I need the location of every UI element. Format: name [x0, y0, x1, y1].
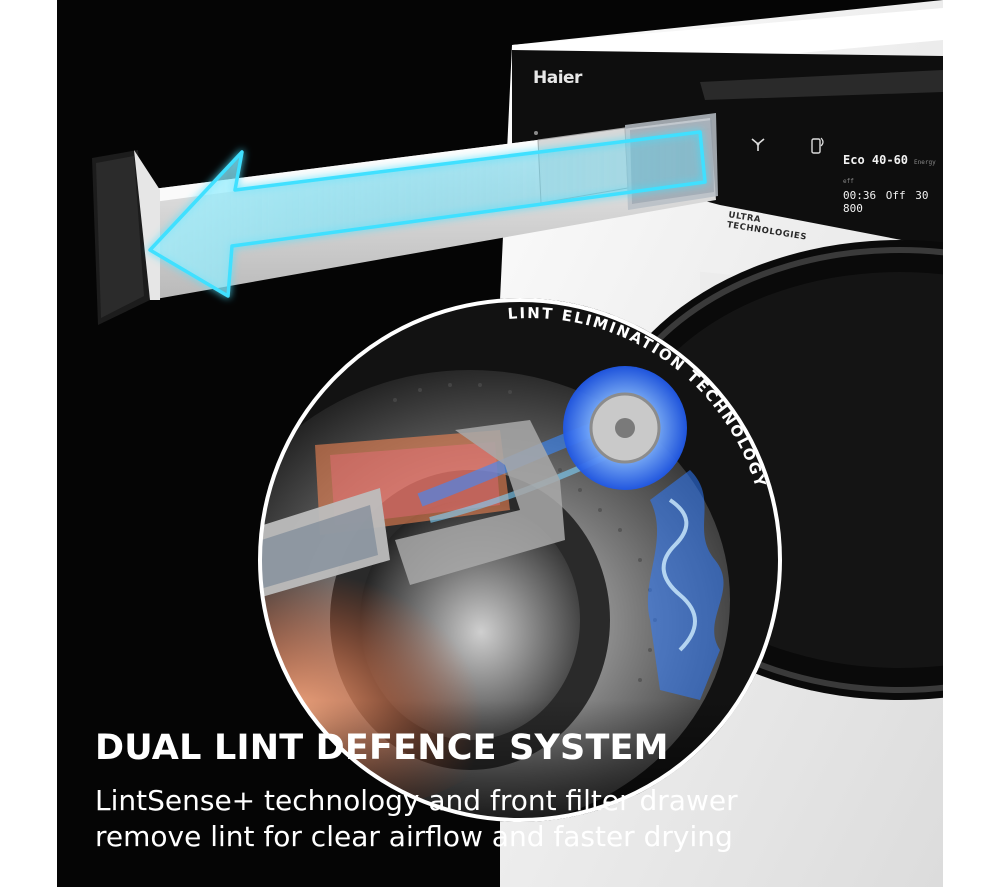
pull-out-arrow-icon	[148, 130, 707, 298]
energy-label: Energy eff	[843, 159, 936, 185]
spin-readout: 800	[843, 202, 863, 215]
left-margin	[0, 0, 57, 887]
caption-line-2: remove lint for clear airflow and faster…	[95, 820, 733, 853]
option-readout: Off	[885, 189, 906, 202]
temperature-readout: 30	[915, 189, 929, 202]
caption-body: LintSense+ technology and front filter d…	[95, 783, 915, 855]
smartphone-icon	[811, 137, 824, 154]
time-readout: 00:36	[843, 189, 877, 202]
fan-symbol-icon	[751, 138, 765, 151]
headline: DUAL LINT DEFENCE SYSTEM	[95, 728, 669, 768]
program-readout: Eco 40-60	[843, 153, 909, 167]
caption-line-1: LintSense+ technology and front filter d…	[95, 784, 738, 817]
brand-logo: Haier	[533, 68, 582, 88]
panel-indicator-icon	[534, 131, 538, 135]
right-margin	[943, 0, 1000, 887]
drawer-handle	[92, 150, 160, 325]
